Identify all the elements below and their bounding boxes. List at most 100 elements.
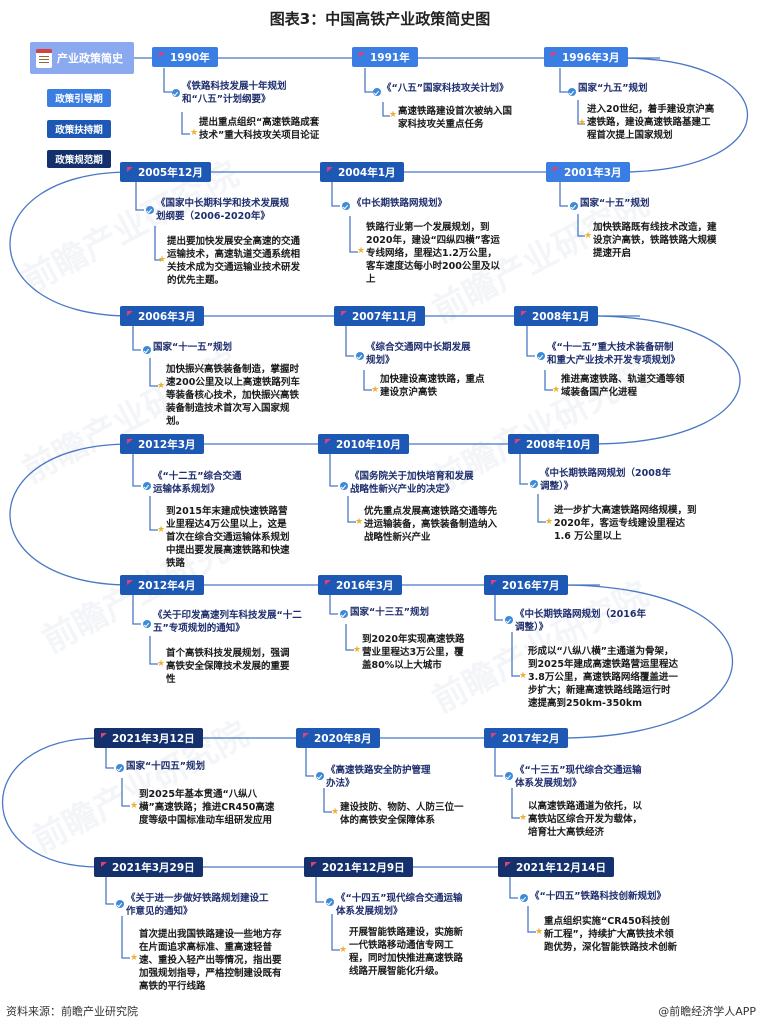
date-badge: 2005年12月 bbox=[120, 162, 211, 182]
policy-description: 首次提出我国铁路建设一些地方存在片面追求高标准、重高速轻普速、重投入轻产出等情况… bbox=[139, 929, 282, 992]
policy-description: 进一步扩大高速铁路网络规模，到2020年，客运专线建设里程达1.6 万公里以上 bbox=[554, 505, 697, 542]
policy-description: 重点组织实施“CR450科技创新工程”，持续扩大高铁技术领跑优势，深化智能铁路技… bbox=[544, 916, 678, 953]
star-icon: ★ bbox=[331, 807, 340, 817]
legend-header-label: 产业政策简史 bbox=[57, 52, 123, 65]
check-icon bbox=[340, 482, 348, 490]
policy-name: 国家“十四五”规划 bbox=[126, 761, 205, 772]
flag-icon bbox=[551, 52, 557, 57]
flag-icon bbox=[127, 439, 133, 444]
policy-description: 到2015年末建成快速铁路营业里程达4万公里以上，这是首次在综合交通运输体系规划… bbox=[166, 506, 290, 569]
star-icon: ★ bbox=[584, 231, 593, 241]
policy-name: 《国务院关于加快培育和发展战略性新兴产业的决定》 bbox=[350, 471, 474, 495]
policy-description: 开展智能铁路建设，实施新一代铁路移动通信专网工程，同时加快推进高速铁路线路开展智… bbox=[349, 927, 464, 977]
source-note: 资料来源：前瞻产业研究院 bbox=[6, 1005, 138, 1018]
date-badge: 2012年4月 bbox=[120, 575, 204, 595]
flag-icon bbox=[341, 311, 347, 316]
policy-name: 《中长期铁路网规划》 bbox=[352, 198, 448, 209]
policy-description: 到2020年实现高速铁路营业里程达3万公里，覆盖80%以上大城市 bbox=[362, 634, 465, 671]
date-badge: 2021年3月12日 bbox=[94, 728, 203, 748]
star-icon: ★ bbox=[389, 110, 398, 120]
flag-icon bbox=[515, 439, 521, 444]
policy-name: 《国家中长期科学和技术发展规划纲要（2006-2020年》 bbox=[156, 198, 290, 222]
check-icon bbox=[570, 202, 578, 210]
flag-icon bbox=[521, 311, 527, 316]
policy-description: 形成以“八纵八横”主通道为骨架，到2025年建成高速铁路营运里程达3.8万公里，… bbox=[528, 646, 678, 709]
policy-name: 《“十二五”综合交通运输体系规划》 bbox=[153, 471, 242, 495]
star-icon: ★ bbox=[157, 381, 166, 391]
check-icon bbox=[143, 620, 151, 628]
flag-icon bbox=[303, 733, 309, 738]
star-icon: ★ bbox=[371, 385, 380, 395]
star-icon: ★ bbox=[353, 645, 362, 655]
check-icon bbox=[530, 480, 538, 488]
legend-tier-regulate: 政策规范期 bbox=[47, 150, 111, 168]
check-icon bbox=[356, 352, 364, 360]
check-icon bbox=[340, 610, 348, 618]
policy-description: 以高速铁路通道为依托，以高铁站区综合开发为载体，培育壮大高铁经济 bbox=[528, 801, 643, 838]
date-badge: 2016年3月 bbox=[318, 575, 402, 595]
policy-description: 建设技防、物防、人防三位一体的高铁安全保障体系 bbox=[340, 802, 464, 826]
date-badge: 2008年10月 bbox=[508, 434, 599, 454]
calendar-list-icon bbox=[36, 48, 52, 68]
policy-name: 《关于进一步做好铁路规划建设工作意见的通知》 bbox=[126, 893, 269, 917]
flag-icon bbox=[553, 167, 559, 172]
check-icon bbox=[373, 88, 381, 96]
check-icon bbox=[143, 346, 151, 354]
policy-description: 推进高速铁路、轨道交通等领域装备国产化进程 bbox=[561, 374, 685, 398]
policy-name: 《铁路科技发展十年规划和“八五”计划纲要》 bbox=[182, 81, 287, 105]
policy-name: 《“十三五”现代综合交通运输体系发展规划》 bbox=[515, 765, 642, 789]
date-badge: 2021年12月9日 bbox=[304, 857, 413, 877]
policy-name: 《“十四五”铁路科技创新规划》 bbox=[530, 891, 666, 902]
date-badge: 2016年7月 bbox=[484, 575, 568, 595]
policy-name: 《“八五”国家科技攻关计划》 bbox=[382, 83, 509, 94]
policy-name: 国家“十五”规划 bbox=[580, 198, 650, 209]
legend-tier-support: 政策扶持期 bbox=[47, 120, 111, 138]
policy-description: 进入20世纪，着手建设京沪高速铁路，建设高速铁路基建工程首次提上国家规划 bbox=[587, 104, 715, 141]
flag-icon bbox=[491, 580, 497, 585]
date-badge: 2021年12月14日 bbox=[498, 857, 614, 877]
policy-description: 到2025年基本贯通“八纵八横”高速铁路；推进CR450高速度等级中国标准动车组… bbox=[139, 789, 275, 826]
policy-name: 《高速铁路安全防护管理办法》 bbox=[326, 765, 431, 789]
check-icon bbox=[505, 772, 513, 780]
check-icon bbox=[116, 764, 124, 772]
policy-name: 国家“十一五”规划 bbox=[153, 342, 232, 353]
star-icon: ★ bbox=[535, 927, 544, 937]
flag-icon bbox=[101, 862, 107, 867]
check-icon bbox=[143, 482, 151, 490]
date-badge: 2006年3月 bbox=[120, 306, 204, 326]
star-icon: ★ bbox=[552, 385, 561, 395]
policy-description: 加快建设高速铁路，重点建设京沪高铁 bbox=[380, 374, 485, 398]
flag-icon bbox=[159, 52, 165, 57]
policy-name: 国家“九五”规划 bbox=[578, 83, 648, 94]
star-icon: ★ bbox=[130, 801, 139, 811]
flag-icon bbox=[311, 862, 317, 867]
policy-description: 首个高铁科技发展规划，强调高铁安全保障技术发展的重要性 bbox=[166, 648, 290, 685]
policy-description: 高速铁路建设首次被纳入国家科技攻关重点任务 bbox=[398, 106, 513, 130]
check-icon bbox=[116, 900, 124, 908]
legend-header: 产业政策简史 bbox=[30, 42, 134, 74]
policy-name: 《“十一五”重大技术装备研制和重大产业技术开发专项规划》 bbox=[547, 342, 681, 366]
date-badge: 2017年2月 bbox=[484, 728, 568, 748]
policy-name: 《中长期铁路网规划（2008年调整）》 bbox=[540, 468, 671, 492]
legend-tier-guide: 政策引导期 bbox=[47, 89, 111, 107]
policy-description: 加快铁路既有线技术改造，建设京沪高铁，铁路铁路大规模提速开启 bbox=[593, 222, 717, 259]
date-badge: 1991年 bbox=[352, 47, 418, 67]
flag-icon bbox=[127, 311, 133, 316]
star-icon: ★ bbox=[190, 128, 199, 138]
star-icon: ★ bbox=[157, 659, 166, 669]
star-icon: ★ bbox=[357, 246, 366, 256]
policy-name: 国家“十三五”规划 bbox=[350, 607, 429, 618]
star-icon: ★ bbox=[519, 671, 528, 681]
date-badge: 2021年3月29日 bbox=[94, 857, 203, 877]
flag-icon bbox=[325, 439, 331, 444]
policy-name: 《关于印发高速列车科技发展“十二五”专项规划的通知》 bbox=[153, 610, 302, 634]
star-icon: ★ bbox=[158, 255, 167, 265]
chart-title: 图表3：中国高铁产业政策简史图 bbox=[269, 10, 491, 28]
check-icon bbox=[316, 772, 324, 780]
date-badge: 2001年3月 bbox=[546, 162, 630, 182]
date-badge: 1996年3月 bbox=[544, 47, 628, 67]
check-icon bbox=[505, 616, 513, 624]
date-badge: 1990年 bbox=[152, 47, 218, 67]
flag-icon bbox=[491, 733, 497, 738]
policy-description: 提出重点组织“高速铁路成套技术”重大科技攻关项目论证 bbox=[199, 117, 320, 141]
